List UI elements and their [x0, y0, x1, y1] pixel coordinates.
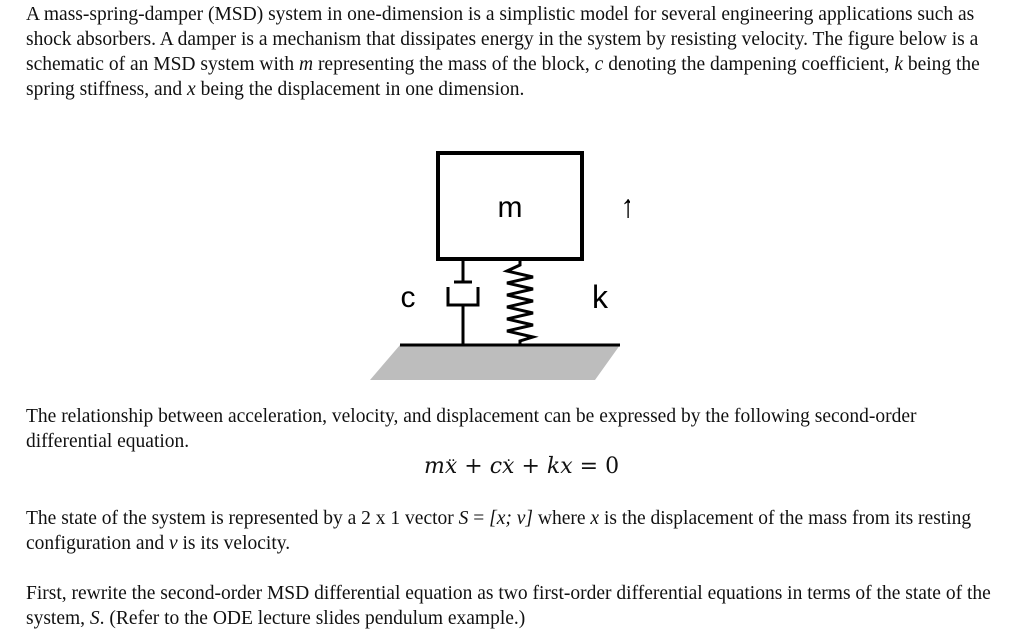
spring-label: k: [592, 279, 609, 315]
var-x: x: [590, 508, 600, 529]
msd-equation: mx·· + cx· + kx = 0: [424, 453, 619, 481]
eq-k: k: [546, 454, 561, 479]
damper-label: c: [401, 281, 416, 314]
state-vector: [x; v]: [489, 508, 534, 529]
state-text: is its velocity.: [177, 533, 291, 554]
eq-c: c: [489, 454, 503, 479]
eq-x-ddot: x··: [445, 453, 457, 481]
eq-equals-zero: = 0: [572, 454, 620, 479]
intro-text: representing the mass of the block,: [313, 54, 595, 75]
task-paragraph: First, rewrite the second-order MSD diff…: [26, 581, 1001, 631]
eq-m: m: [424, 454, 445, 479]
msd-schematic: m c k ↑ x: [370, 151, 630, 380]
double-dot: ··: [447, 453, 456, 469]
relationship-paragraph: The relationship between acceleration, v…: [26, 406, 917, 452]
task-text: . (Refer to the ODE lecture slides pendu…: [99, 608, 526, 629]
mass-block: [436, 151, 584, 261]
eq-x-dot: x·: [502, 453, 514, 481]
mass-label: m: [498, 191, 523, 224]
eq-x: x: [502, 454, 515, 479]
var-x: x: [187, 79, 196, 100]
intro-text: being the displacement in one dimension.: [195, 79, 525, 100]
var-c: c: [594, 54, 604, 75]
eq-x: x: [560, 454, 573, 479]
up-arrow-icon: ↑: [620, 188, 630, 224]
state-text: The state of the system is represented b…: [26, 508, 459, 529]
var-m: m: [298, 54, 314, 75]
state-text: =: [468, 508, 490, 529]
eq-x: x: [444, 454, 458, 479]
var-k: k: [894, 54, 903, 75]
state-text: where: [533, 508, 591, 529]
state-paragraph: The state of the system is represented b…: [26, 506, 1001, 556]
intro-text: being the spring stiffness, and: [26, 54, 980, 100]
eq-plus: +: [457, 454, 490, 479]
task-text: First, rewrite the second-order MSD diff…: [26, 583, 991, 629]
spring: [502, 259, 539, 345]
state-text: is the displacement of the mass from its…: [26, 508, 972, 554]
damper: [446, 259, 480, 345]
intro-paragraph: A mass-spring-damper (MSD) system in one…: [26, 2, 1001, 102]
eq-plus: +: [514, 454, 547, 479]
intro-text: A mass-spring-damper (MSD) system in one…: [26, 4, 979, 75]
intro-text: denoting the dampening coefficient,: [603, 54, 895, 75]
single-dot: ·: [506, 453, 511, 469]
ground: [370, 345, 620, 380]
var-S: S: [89, 608, 100, 629]
var-S: S: [458, 508, 469, 529]
var-v: v: [168, 533, 178, 554]
